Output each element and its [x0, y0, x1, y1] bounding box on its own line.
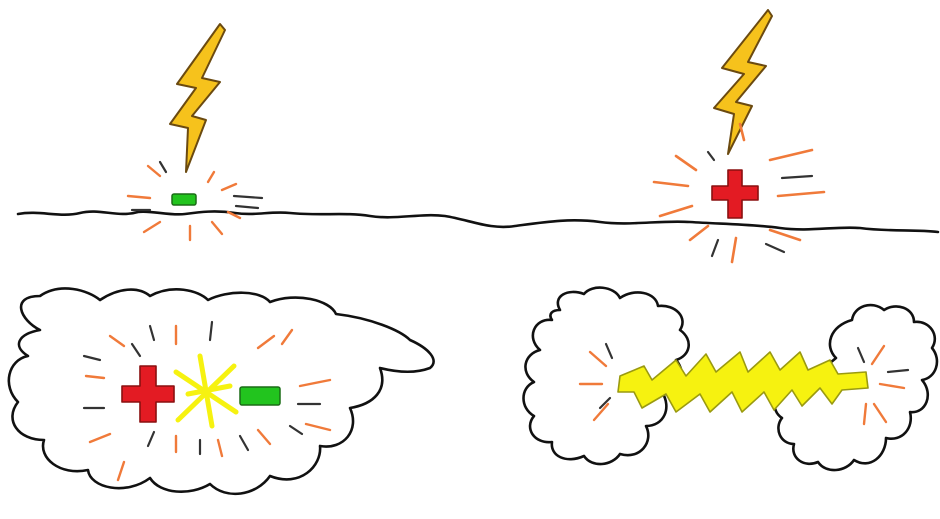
minus-icon — [240, 387, 280, 405]
minus-icon — [172, 194, 196, 205]
